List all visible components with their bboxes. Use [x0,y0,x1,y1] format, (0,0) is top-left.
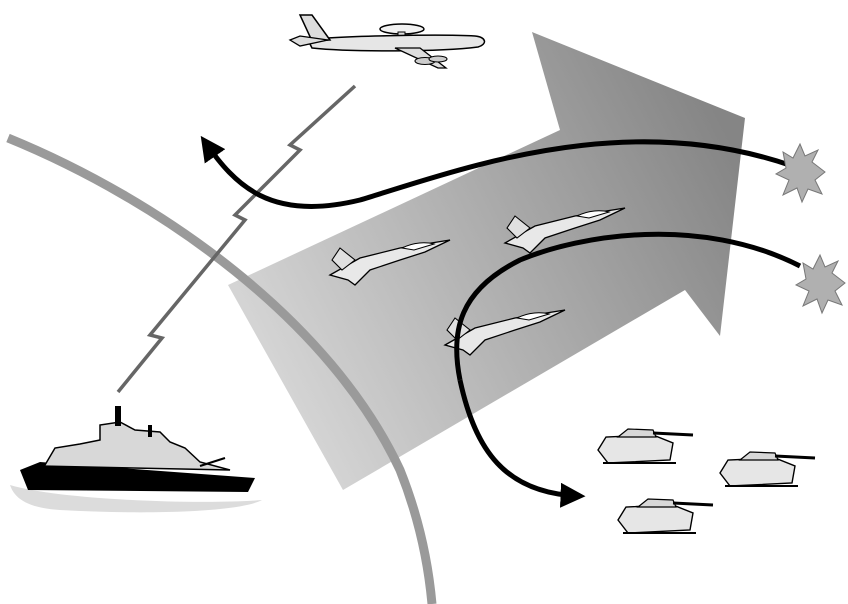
main-battle-tank [720,452,815,486]
large-direction-arrow [228,32,745,490]
main-battle-tank [598,429,693,463]
explosion-burst [776,144,825,202]
awacs-aircraft [290,15,484,68]
main-battle-tank [618,499,713,533]
explosion-burst [796,255,845,313]
aegis-warship [10,406,262,512]
